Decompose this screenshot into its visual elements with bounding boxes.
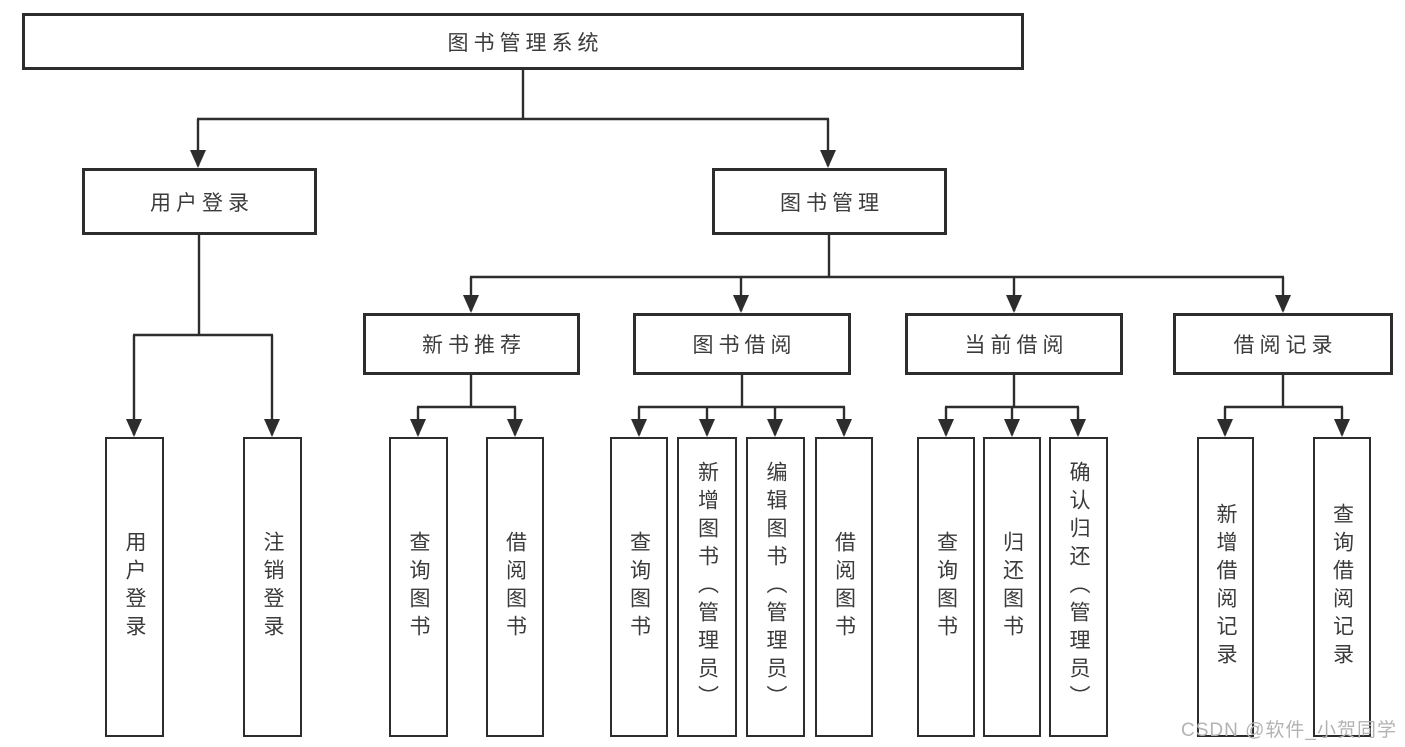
arrowheads — [126, 150, 1350, 437]
leaf-br-add-record: 新增借阅记录 — [1197, 437, 1254, 737]
leaf-label: 查询图书 — [407, 531, 430, 643]
leaf-label: 新增图书（管理员） — [695, 461, 719, 713]
node-book-borrowing: 图书借阅 — [633, 313, 851, 375]
connector-book-mgmt-children — [469, 235, 1285, 311]
leaf-br-query-record: 查询借阅记录 — [1313, 437, 1371, 737]
node-library-management-system: 图书管理系统 — [22, 13, 1024, 70]
leaf-label: 新增借阅记录 — [1214, 503, 1237, 671]
leaf-rec-query-books: 查询图书 — [389, 437, 448, 737]
leaf-label: 确认归还（管理员） — [1067, 461, 1090, 713]
leaf-label: 查询图书 — [934, 531, 958, 643]
connector-user-login-children — [132, 235, 274, 435]
connector-book-borrow-children — [637, 375, 846, 435]
leaf-bb-borrow-books: 借阅图书 — [815, 437, 873, 737]
leaf-label: 借阅图书 — [832, 531, 856, 643]
connector-borrow-records-children — [1223, 375, 1344, 435]
leaf-cb-return-books: 归还图书 — [983, 437, 1041, 737]
leaf-user-login: 用户登录 — [105, 437, 164, 737]
leaf-label: 借阅图书 — [503, 531, 527, 643]
leaf-bb-query-books: 查询图书 — [610, 437, 668, 737]
leaf-logout: 注销登录 — [243, 437, 302, 737]
leaf-label: 编辑图书（管理员） — [764, 461, 787, 713]
leaf-cb-query-books: 查询图书 — [917, 437, 975, 737]
node-new-book-recommend: 新书推荐 — [363, 313, 580, 375]
node-book-management: 图书管理 — [712, 168, 947, 235]
leaf-label: 查询图书 — [627, 531, 651, 643]
csdn-watermark: CSDN @软件_小贺同学 — [1181, 720, 1397, 741]
leaf-label: 归还图书 — [1000, 531, 1024, 643]
leaf-bb-edit-books-admin: 编辑图书（管理员） — [746, 437, 805, 737]
connector-new-book-rec-children — [416, 375, 517, 435]
node-current-borrowing: 当前借阅 — [905, 313, 1123, 375]
leaf-label: 注销登录 — [261, 531, 284, 643]
leaf-cb-confirm-return-admin: 确认归还（管理员） — [1049, 437, 1108, 737]
leaf-label: 查询借阅记录 — [1330, 503, 1354, 671]
node-user-login: 用户登录 — [82, 168, 317, 235]
connector-root-to-level2 — [196, 70, 830, 166]
leaf-rec-borrow-books: 借阅图书 — [486, 437, 544, 737]
leaf-bb-add-books-admin: 新增图书（管理员） — [677, 437, 737, 737]
node-borrowing-records: 借阅记录 — [1173, 313, 1393, 375]
leaf-label: 用户登录 — [123, 531, 146, 643]
